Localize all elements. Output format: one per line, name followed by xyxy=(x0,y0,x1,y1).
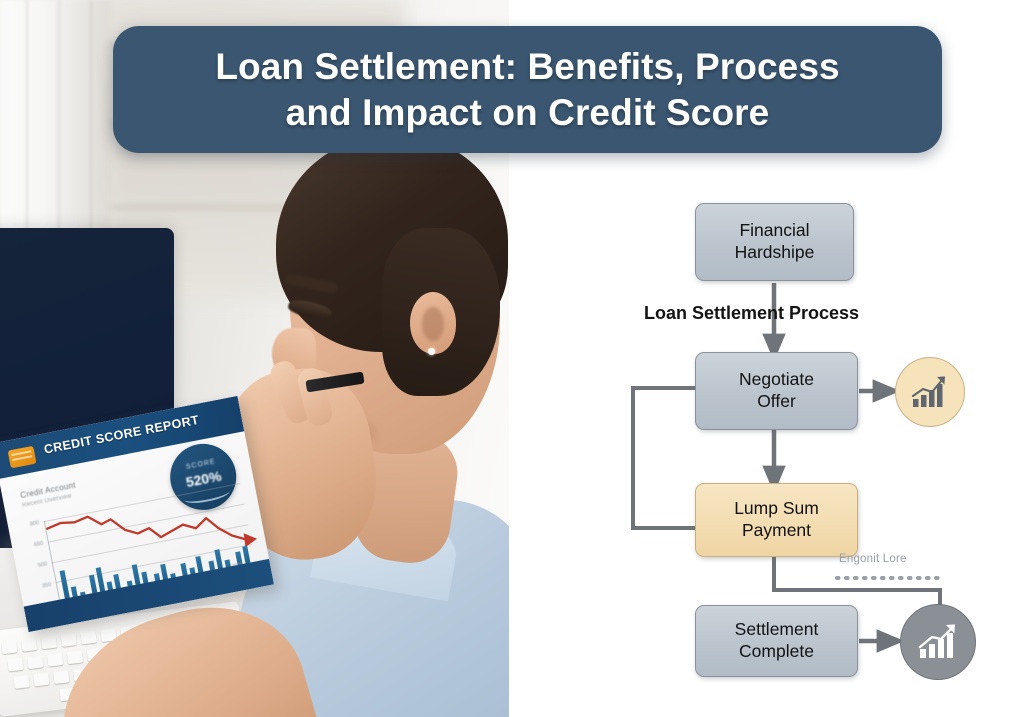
page-title: Loan Settlement: Benefits, Process and I… xyxy=(189,44,865,134)
growth-chart-icon xyxy=(918,624,955,658)
flow-node-settlement-complete[interactable]: Settlement Complete xyxy=(695,605,858,677)
growth-chart-icon xyxy=(911,376,945,407)
flow-node-line-2: Hardshipe xyxy=(734,242,815,262)
flowchart-annotation-label: Engonit Lore xyxy=(839,553,907,565)
earring xyxy=(428,348,435,355)
page-title-line-2: and Impact on Credit Score xyxy=(285,91,770,133)
flow-node-lump-sum-payment[interactable]: Lump Sum Payment xyxy=(695,483,858,557)
flow-node-line-2: Offer xyxy=(757,391,796,411)
flow-node-negotiate-offer[interactable]: Negotiate Offer xyxy=(695,352,858,430)
flow-node-line-1: Lump Sum xyxy=(734,498,819,519)
flow-node-line-1: Settlement xyxy=(734,619,819,640)
flow-node-line-1: Negotiate xyxy=(739,369,814,390)
flow-node-financial-hardship[interactable]: Financial Hardshipe xyxy=(695,203,854,281)
person-figure xyxy=(37,132,509,717)
growth-chart-icon-gray xyxy=(900,604,976,680)
ear-inner xyxy=(422,307,444,341)
flow-node-line-2: Complete xyxy=(739,641,814,661)
flowchart-process-label: Loan Settlement Process xyxy=(644,303,860,323)
credit-score-report-document: CREDIT SCORE REPORT Credit Account Recen… xyxy=(0,395,275,633)
shelf-edge xyxy=(110,206,400,209)
title-banner: Loan Settlement: Benefits, Process and I… xyxy=(113,26,942,153)
declining-score-line xyxy=(46,515,258,548)
flow-node-line-1: Financial xyxy=(739,220,810,241)
flow-node-line-2: Payment xyxy=(741,520,812,540)
page-title-line-1: Loan Settlement: Benefits, Process xyxy=(215,46,840,88)
growth-chart-icon-tan xyxy=(895,357,965,427)
